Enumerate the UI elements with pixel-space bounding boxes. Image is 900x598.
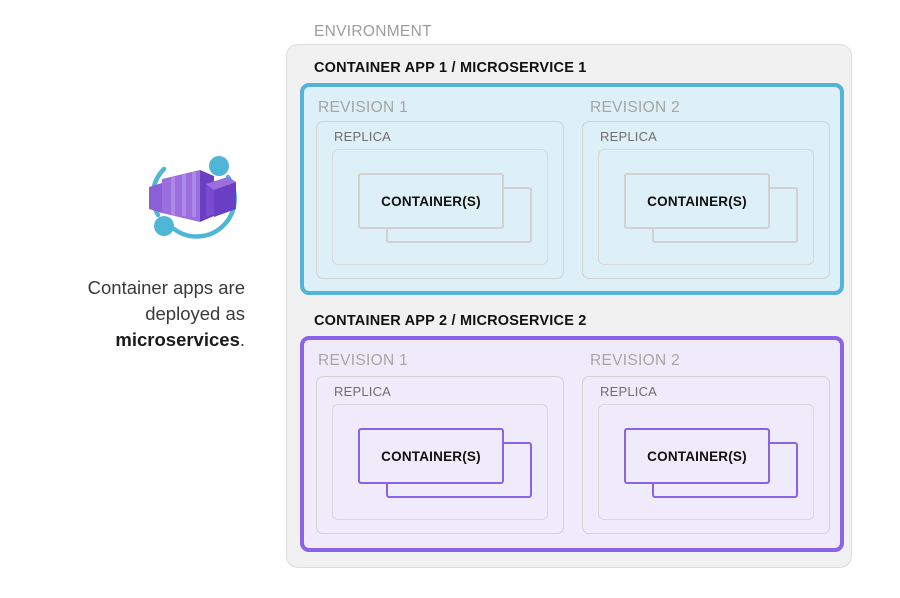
app2-revision-2-inner-box <box>598 404 814 520</box>
app1-revision-1-container-label: CONTAINER(S) <box>358 173 504 229</box>
environment-label: ENVIRONMENT <box>314 23 432 40</box>
caption-line-2: deployed as <box>145 303 245 324</box>
app1-revision-2-replica-box <box>582 121 830 279</box>
app2-revision-1-container-label: CONTAINER(S) <box>358 428 504 484</box>
app1-revision-1-replica-label: REPLICA <box>334 129 392 144</box>
app1-revision-2-inner-box <box>598 149 814 265</box>
caption-emphasis: microservices <box>115 329 240 350</box>
app2-revision-1-replica-box <box>316 376 564 534</box>
app2-revision-2-container-stack: CONTAINER(S) <box>624 428 798 498</box>
container-app-1-box: REVISION 1 REPLICA CONTAINER(S) REVISION… <box>300 83 844 295</box>
app1-revision-2-container-label: CONTAINER(S) <box>624 173 770 229</box>
caption-period: . <box>239 329 245 350</box>
app2-revision-1-label: REVISION 1 <box>318 352 408 369</box>
app1-revision-1-container-stack: CONTAINER(S) <box>358 173 532 243</box>
azure-container-apps-icon <box>140 143 244 247</box>
app1-revision-1-inner-box <box>332 149 548 265</box>
container-app-2-box: REVISION 1 REPLICA CONTAINER(S) REVISION… <box>300 336 844 552</box>
app2-revision-2-replica-box <box>582 376 830 534</box>
container-app-2-title: CONTAINER APP 2 / MICROSERVICE 2 <box>314 313 587 329</box>
app2-revision-2-label: REVISION 2 <box>590 352 680 369</box>
app1-revision-1-replica-box <box>316 121 564 279</box>
app2-revision-2-container-label: CONTAINER(S) <box>624 428 770 484</box>
app2-revision-1-inner-box <box>332 404 548 520</box>
app1-revision-2-label: REVISION 2 <box>590 99 680 116</box>
app2-revision-1-replica-label: REPLICA <box>334 384 392 399</box>
app1-revision-2-replica-label: REPLICA <box>600 129 658 144</box>
explanation-panel: Container apps are deployed as microserv… <box>0 0 280 598</box>
app1-revision-1-label: REVISION 1 <box>318 99 408 116</box>
app2-revision-2-replica-label: REPLICA <box>600 384 658 399</box>
container-app-1-title: CONTAINER APP 1 / MICROSERVICE 1 <box>314 60 587 76</box>
caption-line-1: Container apps are <box>87 277 245 298</box>
app2-revision-1-container-stack: CONTAINER(S) <box>358 428 532 498</box>
app1-revision-2-container-stack: CONTAINER(S) <box>624 173 798 243</box>
caption-text: Container apps are deployed as microserv… <box>30 275 245 353</box>
